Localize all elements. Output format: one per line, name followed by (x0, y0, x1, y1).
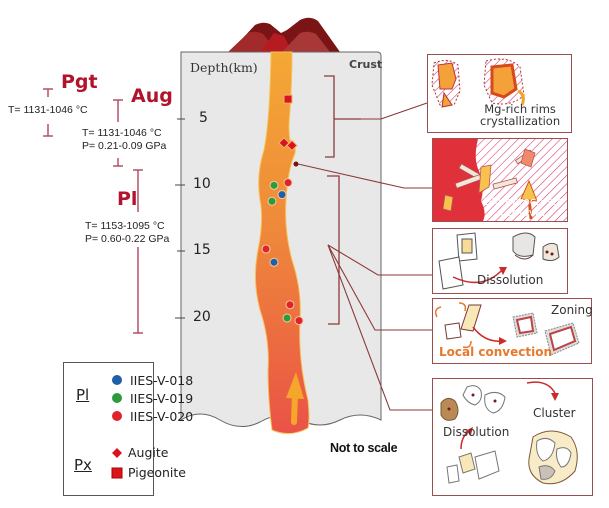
legend-group-pl: Pl (76, 386, 90, 404)
process-box-glomerocrysts: Glomerocrysts removal (432, 138, 568, 222)
aug-conditions: T= 1131-1046 °C P= 0.21-0.09 GPa (82, 127, 166, 153)
aug-label: Aug (131, 85, 173, 107)
aug-range-bar (113, 99, 123, 167)
pl-pressure: P= 0.60-0.22 GPa (85, 233, 170, 245)
range-bars (43, 88, 143, 334)
cluster-illustration (440, 381, 578, 485)
legend-item-augite: Augite (128, 445, 169, 460)
pgt-temperature: T= 1131-1046 °C (8, 104, 88, 116)
legend-circle-green-icon (111, 392, 123, 404)
mg-rims-label-line1: Mg-rich rims (484, 102, 556, 116)
depth-label-10: 10 (193, 176, 211, 192)
mg-rims-label: Mg-rich rims crystallization (480, 103, 560, 127)
dissolution-label-2: Dissolution (443, 425, 510, 439)
pl-temperature: T= 1153-1095 °C (85, 220, 165, 232)
plagioclase-marker-iies-v-019 (282, 313, 292, 323)
aug-pressure: P= 0.21-0.09 GPa (82, 140, 167, 152)
glomerocrysts-illustration (433, 139, 567, 221)
local-convection-label: Local convection (439, 345, 553, 359)
convection-illustration (434, 302, 580, 356)
volcano-icon (228, 17, 340, 52)
glomerocrysts-label-line1: Glomerocrysts (483, 195, 563, 208)
samples-layer (261, 94, 304, 326)
mg-rims-label-line2: crystallization (480, 114, 561, 128)
plagioclase-marker-iies-v-018 (277, 190, 287, 200)
depth-axis-title: Depth(km) (190, 60, 258, 75)
plagioclase-marker-iies-v-020 (294, 316, 304, 326)
aug-temperature: T= 1131-1046 °C (82, 127, 162, 139)
zoning-label: Zoning (551, 303, 593, 317)
cluster-label: Cluster (533, 406, 576, 420)
process-box-convection: Zoning Local convection (432, 298, 593, 364)
plagioclase-marker-iies-v-020 (283, 178, 293, 188)
plagioclase-marker-iies-v-020 (261, 244, 271, 254)
process-box-mg-rims: Mg-rich rims crystallization (427, 54, 572, 133)
process-box-dissolution: Dissolution (432, 228, 568, 294)
legend-circle-blue-icon (111, 374, 123, 386)
legend-square-icon (111, 467, 123, 479)
mg-rims-illustration (431, 58, 525, 108)
legend-group-px: Px (74, 456, 92, 474)
legend: Pl Px IIES-V-018 IIES-V-019 IIES-V-020 A… (63, 362, 193, 496)
glomerocrysts-label-line2: removal (500, 206, 546, 219)
pigeonite-marker (283, 94, 293, 104)
depth-label-15: 15 (193, 242, 211, 258)
pl-label: Pl (117, 188, 138, 210)
legend-item-pigeonite: Pigeonite (128, 465, 186, 480)
legend-diamond-icon (112, 448, 122, 458)
process-box-cluster: Dissolution Cluster (432, 378, 593, 496)
pl-range-bar (133, 169, 143, 334)
legend-circle-red-icon (111, 410, 123, 422)
plagioclase-marker-iies-v-018 (269, 257, 279, 267)
magma-ascent-arrow-icon (286, 372, 304, 425)
crust-label: Crust (349, 58, 383, 71)
not-to-scale-note: Not to scale (330, 441, 398, 455)
pl-conditions: T= 1153-1095 °C P= 0.60-0.22 GPa (85, 220, 169, 246)
upper-crust-bracket (324, 75, 361, 158)
plagioclase-marker-iies-v-019 (267, 196, 277, 206)
dissolution-label: Dissolution (477, 273, 544, 287)
glomerocrysts-label: Glomerocrysts removal (483, 196, 563, 218)
legend-item-019: IIES-V-019 (130, 391, 194, 406)
augite-marker (278, 137, 290, 149)
pgt-label: Pgt (61, 71, 98, 93)
glomerocryst-marker (292, 160, 300, 168)
depth-label-20: 20 (193, 309, 211, 325)
legend-item-018: IIES-V-018 (130, 373, 194, 388)
depth-label-5: 5 (199, 110, 208, 126)
legend-item-020: IIES-V-020 (130, 409, 194, 424)
plagioclase-marker-iies-v-019 (269, 180, 279, 190)
plagioclase-marker-iies-v-020 (285, 300, 295, 310)
pgt-range-bar (43, 88, 53, 137)
dissolution-illustration (438, 232, 560, 290)
